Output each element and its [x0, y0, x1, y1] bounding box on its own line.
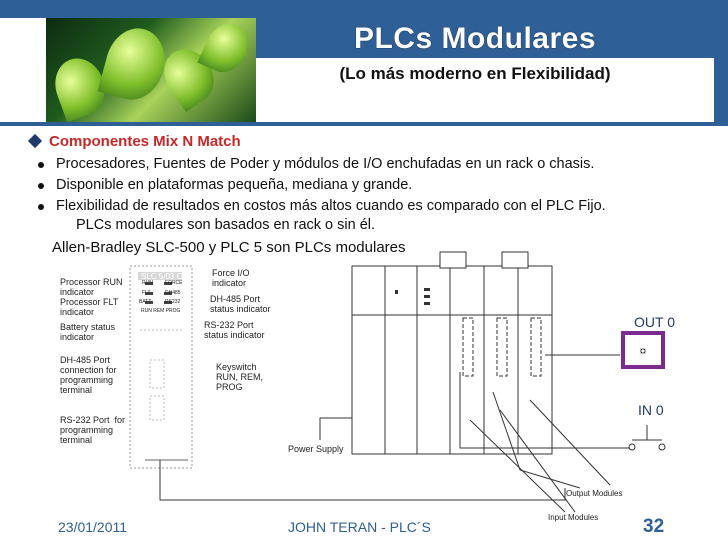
label-battery-status: Battery status indicator	[60, 322, 116, 342]
label-out0: OUT 0	[634, 314, 675, 330]
allen-bradley-note: Allen-Bradley SLC-500 y PLC 5 son PLCs m…	[52, 239, 406, 256]
cpu-module	[129, 265, 193, 469]
page-number: 32	[643, 516, 665, 537]
label-keyswitch: Keyswitch RUN, REM, PROG	[216, 362, 263, 392]
cpu-bat-label: BATT	[139, 299, 152, 305]
header-top-bar	[0, 0, 728, 18]
label-dh485-port: DH-485 Port connection for programming t…	[60, 355, 117, 395]
section-heading-text: Componentes Mix N Match	[49, 133, 241, 150]
plc-rack	[351, 251, 553, 455]
label-rs232-port: RS-232 Port for programming terminal	[60, 415, 126, 445]
cpu-flt-label: FLT	[142, 290, 151, 296]
cpu-keys-label: RUN REM PROG	[141, 308, 181, 314]
header-divider	[0, 122, 728, 126]
slide-title: PLCs Modulares	[353, 22, 597, 55]
footer-author: JOHN TERAN - PLC´S	[288, 519, 431, 535]
cpu-dh485-label: DH485	[165, 290, 181, 296]
bullet-text: Disponible en plataformas pequeña, media…	[56, 177, 413, 193]
cpu-model-label: SLC 5/03 CP	[141, 272, 188, 281]
bullet-dot-icon	[38, 183, 44, 189]
output-indicator-box	[621, 331, 665, 369]
bullet-dot-icon	[38, 204, 44, 210]
input-contact	[628, 425, 666, 451]
label-processor-flt: Processor FLT indicator	[60, 297, 119, 317]
bullet-text: Flexibilidad de resultados en costos más…	[56, 198, 606, 214]
bullet-dot-icon	[38, 162, 44, 168]
bullet-text: Procesadores, Fuentes de Poder y módulos…	[56, 156, 595, 172]
cpu-rs232-label: RS232	[165, 299, 181, 305]
label-power-supply: Power Supply	[288, 444, 344, 454]
label-output-modules: Output Modules	[566, 489, 623, 498]
label-input-modules: Input Modules	[548, 513, 599, 522]
wiring	[159, 354, 632, 513]
slide-subtitle: (Lo más moderno en Flexibilidad)	[339, 64, 611, 83]
svg-text:¤: ¤	[640, 344, 647, 358]
label-processor-run: Processor RUN indicator	[60, 277, 123, 297]
label-force-io: Force I/O indicator	[212, 268, 250, 288]
section-heading: Componentes Mix N Match	[26, 133, 241, 150]
header-leaf-image	[46, 18, 256, 122]
footer-date: 23/01/2011	[58, 519, 128, 535]
bullet-item: Procesadores, Fuentes de Poder y módulos…	[38, 155, 595, 173]
bullet-item: Disponible en plataformas pequeña, media…	[38, 176, 413, 194]
bullet-continuation: PLCs modulares son basados en rack o sin…	[76, 217, 376, 233]
label-dh485-status: DH-485 Port status indicator	[210, 294, 271, 314]
bullet-item: Flexibilidad de resultados en costos más…	[38, 197, 606, 215]
label-rs232-status: RS-232 Port status indicator	[204, 320, 265, 340]
cpu-run-label: RUN	[142, 280, 153, 286]
cpu-force-label: FORCE	[165, 280, 183, 286]
header-right-edge	[714, 18, 728, 122]
label-in0: IN 0	[638, 402, 664, 418]
title-background	[256, 18, 714, 58]
